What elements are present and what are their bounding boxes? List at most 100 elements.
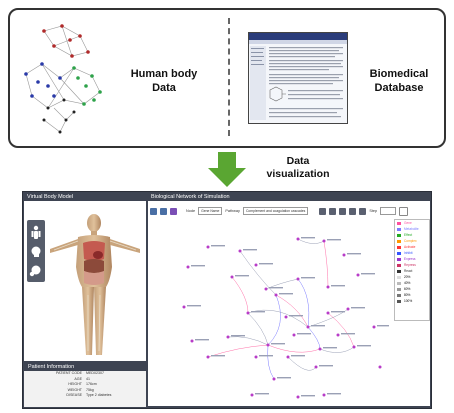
data-visualization-label: Data visualization xyxy=(258,155,338,181)
legend-label: Express xyxy=(404,257,416,261)
legend-swatch xyxy=(397,293,401,297)
legend-label: Inhibit xyxy=(404,251,413,255)
legend-item[interactable]: 20% xyxy=(395,274,429,280)
legend-item[interactable]: 40% xyxy=(395,280,429,286)
patient-value: 75kg xyxy=(86,387,94,392)
legend-item[interactable]: Repress xyxy=(395,262,429,268)
patient-value: 176cm xyxy=(86,382,97,387)
refresh-icon[interactable] xyxy=(399,206,409,216)
body-panel-title: Virtual Body Model xyxy=(27,194,74,200)
legend-label: Complex xyxy=(404,239,417,243)
skip-forward-icon[interactable] xyxy=(359,207,367,215)
legend-label: Repress xyxy=(404,263,416,267)
legend-swatch xyxy=(397,239,401,243)
legend-swatch xyxy=(397,245,401,249)
step-label: Step xyxy=(369,209,378,213)
patient-key: PATIENT CODE xyxy=(56,371,82,375)
pathway-select[interactable]: Complement and coagulation cascades xyxy=(242,207,309,215)
patient-value: MED02307 xyxy=(86,371,104,375)
legend-item[interactable]: React xyxy=(395,268,429,274)
body-view-icons xyxy=(29,225,41,277)
patient-info-header: Patient Information xyxy=(24,362,146,371)
legend-item[interactable]: 100% xyxy=(395,298,429,304)
legend-swatch xyxy=(397,251,401,255)
legend-label: 20% xyxy=(404,275,411,279)
legend-swatch xyxy=(397,299,401,303)
patient-row-age: AGE 41 xyxy=(24,377,146,383)
patient-key: DISEASE xyxy=(66,393,82,398)
filter-icon[interactable] xyxy=(170,207,177,215)
legend-label: 40% xyxy=(404,281,411,285)
human-body-network-graph xyxy=(24,24,102,134)
patient-info-table: PATIENT CODE MED02307 AGE 41 HEIGHT 176cm W… xyxy=(24,371,146,407)
patient-value: Type 2 diabetes xyxy=(86,393,112,398)
legend-swatch xyxy=(397,269,401,273)
step-back-icon[interactable] xyxy=(329,207,337,215)
legend-item[interactable]: Effect xyxy=(395,232,429,238)
step-forward-icon[interactable] xyxy=(349,207,357,215)
step-input[interactable] xyxy=(380,207,397,215)
skip-back-icon[interactable] xyxy=(319,207,327,215)
network-panel-title: Biological Network of Simulation xyxy=(151,194,230,200)
data-sources-box xyxy=(8,8,446,148)
legend-item[interactable]: Activate xyxy=(395,244,429,250)
play-icon[interactable] xyxy=(339,207,347,215)
dashed-divider xyxy=(228,18,230,136)
body-view-toolbar xyxy=(27,220,45,282)
legend-item[interactable]: Express xyxy=(395,256,429,262)
network-legend: Gene Metabolite Effect Complex Activate … xyxy=(394,219,430,321)
human-body-label-line2: Data xyxy=(152,82,176,94)
legend-swatch xyxy=(397,227,401,231)
patient-info-title: Patient Information xyxy=(28,363,75,370)
node-label: Node xyxy=(186,209,196,213)
legend-item[interactable]: Inhibit xyxy=(395,250,429,256)
legend-label: Activate xyxy=(404,245,416,249)
down-arrow-icon xyxy=(208,152,246,187)
patient-row-weight: WEIGHT 75kg xyxy=(24,388,146,394)
legend-item[interactable]: 60% xyxy=(395,286,429,292)
layout-icon[interactable] xyxy=(160,207,167,215)
legend-swatch xyxy=(397,263,401,267)
patient-row-disease: DISEASE Type 2 diabetes xyxy=(24,393,146,399)
legend-item[interactable]: Complex xyxy=(395,238,429,244)
legend-swatch xyxy=(397,257,401,261)
biomedical-database-label: Biomedical Database xyxy=(356,67,442,95)
patient-row-height: HEIGHT 176cm xyxy=(24,382,146,388)
patient-key: WEIGHT xyxy=(67,387,82,392)
legend-label: 80% xyxy=(404,293,411,297)
legend-item[interactable]: 80% xyxy=(395,292,429,298)
patient-row-code: PATIENT CODE MED02307 xyxy=(24,371,146,377)
human-body-label-line1: Human body xyxy=(130,68,198,80)
zoom-icon[interactable] xyxy=(150,207,157,215)
database-label-line1: Biomedical xyxy=(369,68,429,80)
legend-label: Metabolite xyxy=(404,227,419,231)
node-select[interactable]: Gene Name xyxy=(198,207,223,215)
legend-label: 100% xyxy=(404,299,413,303)
legend-item[interactable]: Gene xyxy=(395,220,429,226)
human-body-data-label: Human body Data xyxy=(114,67,214,95)
patient-key: HEIGHT xyxy=(68,382,82,387)
anatomy-body-model xyxy=(50,214,140,355)
arrow-label-line1: Data xyxy=(286,155,310,167)
pathway-label: Pathway xyxy=(225,209,240,213)
database-label-line2: Database xyxy=(374,82,424,94)
legend-label: 60% xyxy=(404,287,411,291)
organ-icon[interactable] xyxy=(29,265,41,277)
legend-swatch xyxy=(397,275,401,279)
database-screenshot-thumbnail xyxy=(248,32,348,124)
patient-key: AGE xyxy=(74,376,82,381)
legend-label: React xyxy=(404,269,413,273)
network-toolbar: Node Gene Name Pathway Complement and co… xyxy=(150,205,428,217)
legend-swatch xyxy=(397,233,401,237)
full-body-icon[interactable] xyxy=(31,225,41,239)
head-icon[interactable] xyxy=(31,246,41,258)
patient-value: 41 xyxy=(86,376,90,381)
legend-label: Gene xyxy=(404,221,412,225)
legend-swatch xyxy=(397,221,401,225)
biological-network-graph[interactable] xyxy=(148,217,392,405)
legend-label: Effect xyxy=(404,233,413,237)
legend-swatch xyxy=(397,287,401,291)
legend-item[interactable]: Metabolite xyxy=(395,226,429,232)
arrow-label-line2: visualization xyxy=(266,168,330,180)
legend-swatch xyxy=(397,281,401,285)
